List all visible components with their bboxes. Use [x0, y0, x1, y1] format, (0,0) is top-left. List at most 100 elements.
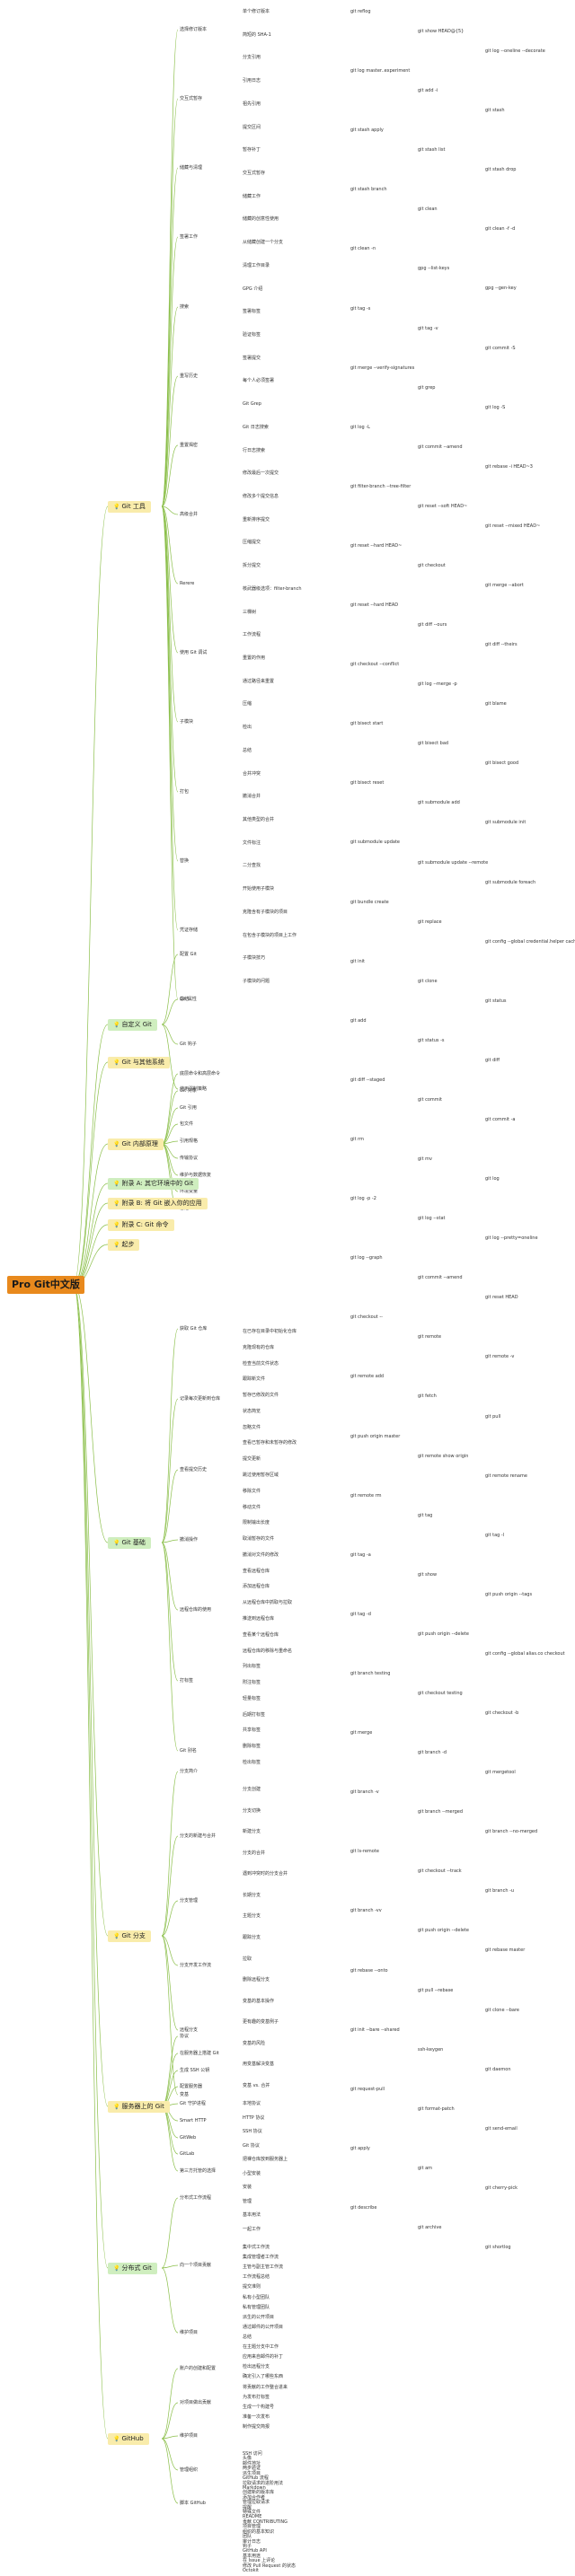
command-node[interactable]: git checkout — [418, 563, 446, 568]
detail-node[interactable]: 特殊文件 — [243, 2510, 261, 2515]
detail-node[interactable]: 核武器级选项：filter-branch — [243, 586, 302, 592]
command-node[interactable]: git merge --verify-signatures — [350, 365, 415, 371]
command-node[interactable]: git fetch — [418, 1394, 437, 1399]
detail-node[interactable]: 项目管理 — [243, 2524, 261, 2529]
command-node[interactable]: git pull --rebase — [418, 1988, 454, 1993]
detail-node[interactable]: 克隆含有子模块的项目 — [243, 910, 288, 915]
command-node[interactable]: git remote — [418, 1334, 442, 1340]
command-node[interactable]: ssh-keygen — [418, 2047, 444, 2053]
group-node[interactable]: 管理组织 — [180, 2467, 199, 2473]
command-node[interactable]: git clone --bare — [485, 2008, 520, 2013]
branch-12[interactable]: 💡分布式 Git — [108, 2263, 157, 2274]
command-node[interactable]: git rebase master — [485, 1947, 526, 1953]
detail-node[interactable]: 拉取 — [243, 1956, 252, 1962]
detail-node[interactable]: 签署提交 — [243, 356, 261, 361]
command-node[interactable]: git log --pretty=oneline — [485, 1235, 538, 1241]
command-node[interactable]: git commit --amend — [418, 444, 463, 450]
branch-5[interactable]: 💡附录 A: 其它环境中的 Git — [108, 1178, 199, 1190]
command-node[interactable]: git show — [418, 1572, 438, 1578]
group-node[interactable]: 撤消操作 — [180, 1537, 199, 1543]
group-node[interactable]: 记录每次更新到仓库 — [180, 1396, 221, 1402]
command-node[interactable]: git add — [350, 1018, 367, 1024]
group-node[interactable]: 选择修订版本 — [180, 27, 208, 32]
detail-node[interactable]: 拉取请求的进阶用法 — [243, 2481, 284, 2486]
detail-node[interactable]: 变基的基本操作 — [243, 1999, 275, 2004]
detail-node[interactable]: 行日志搜索 — [243, 448, 266, 453]
command-node[interactable]: git clone — [418, 979, 438, 984]
detail-node[interactable]: GPG 介绍 — [243, 286, 263, 292]
command-node[interactable]: git checkout --conflict — [350, 662, 400, 667]
group-node[interactable]: 底层命令和高层命令 — [180, 1071, 221, 1077]
detail-node[interactable]: 分支的合并 — [243, 1851, 266, 1856]
detail-node[interactable]: 压缩提交 — [243, 540, 261, 545]
command-node[interactable]: git log — [485, 1176, 500, 1182]
command-node[interactable]: git bisect start — [350, 721, 384, 726]
command-node[interactable]: git send-email — [485, 2126, 518, 2132]
detail-node[interactable]: 变基 vs. 合并 — [243, 2083, 270, 2088]
detail-node[interactable]: 通过邮件的公开项目 — [243, 2325, 284, 2330]
command-node[interactable]: git branch testing — [350, 1671, 391, 1676]
command-node[interactable]: git branch --no-merged — [485, 1829, 538, 1834]
command-node[interactable]: git stash branch — [350, 187, 387, 192]
command-node[interactable]: git checkout -b — [485, 1710, 519, 1716]
command-node[interactable]: git submodule add — [418, 800, 460, 805]
group-node[interactable]: 对项目做出贡献 — [180, 2400, 212, 2405]
detail-node[interactable]: 主题分支 — [243, 1913, 261, 1919]
detail-node[interactable]: 用变基解决变基 — [243, 2062, 275, 2067]
command-node[interactable]: git reset --hard HEAD — [350, 602, 399, 608]
detail-node[interactable]: 把裸仓库放到服务器上 — [243, 2157, 288, 2162]
group-node[interactable]: 替换 — [180, 858, 190, 864]
command-node[interactable]: git branch -vv — [350, 1908, 382, 1913]
detail-node[interactable]: 限制输出长度 — [243, 1520, 270, 1525]
detail-node[interactable]: 在主题分支中工作 — [243, 2344, 279, 2350]
group-node[interactable]: 账户的创建和配置 — [180, 2366, 217, 2371]
detail-node[interactable]: 确定引入了哪些东西 — [243, 2374, 284, 2379]
detail-node[interactable]: 为发布打标签 — [243, 2395, 270, 2400]
command-node[interactable]: git add -i — [418, 88, 438, 93]
detail-node[interactable]: HTTP 协议 — [243, 2115, 265, 2121]
command-node[interactable]: git push origin --delete — [418, 1631, 470, 1637]
detail-node[interactable]: 将贡献的工作整合进来 — [243, 2385, 288, 2390]
group-node[interactable]: 引用规格 — [180, 1139, 199, 1144]
command-node[interactable]: git push origin --delete — [418, 1928, 470, 1933]
group-node[interactable]: 包文件 — [180, 1121, 194, 1127]
group-node[interactable]: 环境变量 — [180, 1189, 199, 1194]
detail-node[interactable]: 添加合作者 — [243, 2495, 266, 2501]
command-node[interactable]: git status — [485, 998, 507, 1004]
command-node[interactable]: git am — [418, 2166, 433, 2171]
detail-node[interactable]: 创建新的版本库 — [243, 2490, 275, 2495]
command-node[interactable]: git commit -a — [485, 1117, 516, 1122]
command-node[interactable]: git rebase -i HEAD~3 — [485, 464, 533, 470]
detail-node[interactable]: 一起工作 — [243, 2227, 261, 2232]
detail-node[interactable]: 提交更新 — [243, 1456, 261, 1462]
detail-node[interactable]: 通过路径来重置 — [243, 679, 275, 684]
detail-node[interactable]: 提交准则 — [243, 2284, 261, 2290]
group-node[interactable]: 凭证存储 — [180, 928, 199, 933]
group-node[interactable]: 获取 Git 仓库 — [180, 1326, 208, 1332]
command-node[interactable]: git remote rm — [350, 1493, 382, 1499]
command-node[interactable]: git diff --ours — [418, 622, 447, 628]
group-node[interactable]: 传输协议 — [180, 1156, 199, 1161]
command-node[interactable]: git log -S — [485, 405, 506, 410]
command-node[interactable]: git show HEAD@{5} — [418, 29, 464, 34]
detail-node[interactable]: 总结 — [243, 2334, 252, 2340]
group-node[interactable]: 在服务器上搭建 Git — [180, 2051, 219, 2056]
command-node[interactable]: git stash list — [418, 147, 446, 153]
group-node[interactable]: 脚本 GitHub — [180, 2501, 206, 2506]
command-node[interactable]: gpg --list-keys — [418, 266, 450, 271]
group-node[interactable]: 分支管理 — [180, 1898, 199, 1903]
detail-node[interactable]: 其他类型的合并 — [243, 817, 275, 822]
group-node[interactable]: 变基 — [180, 2092, 190, 2097]
command-node[interactable]: git stash apply — [350, 127, 384, 133]
detail-node[interactable]: 钩子 — [243, 2544, 252, 2549]
detail-node[interactable]: 状态简览 — [243, 1409, 261, 1414]
command-node[interactable]: git submodule init — [485, 820, 526, 825]
command-node[interactable]: git shortlog — [485, 2245, 511, 2250]
detail-node[interactable]: 私有管理团队 — [243, 2305, 270, 2310]
group-node[interactable]: 打标签 — [180, 1678, 194, 1684]
detail-node[interactable]: Git 协议 — [243, 2143, 260, 2149]
detail-node[interactable]: 生成一个构建号 — [243, 2405, 275, 2410]
command-node[interactable]: git status -s — [418, 1038, 445, 1043]
command-node[interactable]: git reset HEAD — [485, 1295, 518, 1300]
command-node[interactable]: git submodule foreach — [485, 880, 536, 885]
